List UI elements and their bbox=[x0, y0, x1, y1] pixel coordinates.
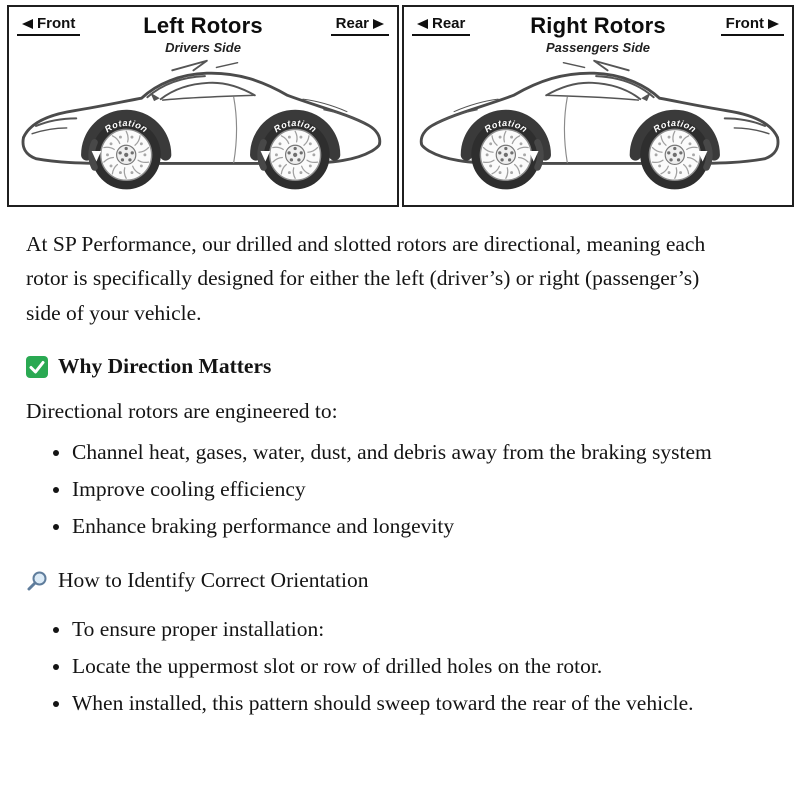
panel-header: Front Left Rotors Drivers Side Rear bbox=[9, 7, 397, 55]
rear-label: Rear bbox=[335, 15, 369, 32]
list-item: Improve cooling efficiency bbox=[72, 473, 737, 507]
arrow-left-icon bbox=[417, 18, 428, 29]
front-direction-indicator: Front bbox=[17, 15, 81, 36]
right-car-illustration: Rotation Rotation bbox=[404, 55, 792, 199]
list-item: When installed, this pattern should swee… bbox=[72, 687, 737, 721]
panel-title-block: Right Rotors Passengers Side bbox=[530, 13, 666, 55]
rotation-label: Rotation bbox=[103, 118, 150, 135]
rotation-arrow-icon bbox=[697, 151, 708, 162]
panel-title: Right Rotors bbox=[530, 13, 666, 38]
front-direction-indicator: Front bbox=[720, 15, 784, 36]
panel-subtitle: Drivers Side bbox=[165, 40, 241, 55]
list-item: Locate the uppermost slot or row of dril… bbox=[72, 650, 737, 684]
intro-paragraph: At SP Performance, our drilled and slott… bbox=[26, 232, 706, 325]
list-item: Enhance braking performance and longevit… bbox=[72, 510, 737, 544]
section-heading-direction-matters: Why Direction Matters bbox=[26, 354, 774, 379]
panel-header: Rear Right Rotors Passengers Side Front bbox=[404, 7, 792, 55]
panel-title-block: Left Rotors Drivers Side bbox=[143, 13, 263, 55]
article-content: At SP Performance, our drilled and slott… bbox=[0, 207, 800, 721]
list-item: Channel heat, gases, water, dust, and de… bbox=[72, 436, 737, 470]
rotor-direction-diagram: Front Left Rotors Drivers Side Rear bbox=[0, 0, 800, 207]
heading-text: How to Identify Correct Orientation bbox=[58, 568, 369, 593]
rear-direction-indicator: Rear bbox=[330, 15, 389, 36]
check-icon bbox=[26, 355, 48, 378]
rotation-arrow-icon bbox=[260, 151, 271, 162]
left-car-illustration: Rotation Rotation bbox=[9, 55, 397, 199]
list-item: To ensure proper installation: bbox=[72, 613, 737, 647]
arrow-right-icon bbox=[373, 18, 384, 29]
lead-text: Directional rotors are engineered to: bbox=[26, 399, 338, 424]
section-heading-identify-orientation: How to Identify Correct Orientation bbox=[26, 568, 774, 593]
rotation-arrow-icon bbox=[91, 151, 102, 162]
arrow-right-icon bbox=[768, 18, 779, 29]
left-rotors-panel: Front Left Rotors Drivers Side Rear bbox=[7, 5, 399, 207]
right-rotors-panel: Rear Right Rotors Passengers Side Front … bbox=[402, 5, 794, 207]
panel-subtitle: Passengers Side bbox=[545, 40, 651, 55]
rear-direction-indicator: Rear bbox=[412, 15, 471, 36]
arrow-left-icon bbox=[22, 18, 33, 29]
rotation-label: Rotation bbox=[651, 118, 698, 135]
heading-text: Why Direction Matters bbox=[58, 354, 272, 379]
rotation-label: Rotation bbox=[272, 118, 319, 135]
front-label: Front bbox=[37, 15, 76, 32]
rear-label: Rear bbox=[432, 15, 466, 32]
rotation-label: Rotation bbox=[483, 118, 530, 135]
panel-title: Left Rotors bbox=[143, 13, 263, 38]
magnifier-icon bbox=[26, 570, 48, 592]
orientation-list: To ensure proper installation: Locate th… bbox=[26, 613, 737, 721]
benefits-list: Channel heat, gases, water, dust, and de… bbox=[26, 436, 737, 544]
rotation-arrow-icon bbox=[528, 151, 539, 162]
front-label: Front bbox=[725, 15, 764, 32]
